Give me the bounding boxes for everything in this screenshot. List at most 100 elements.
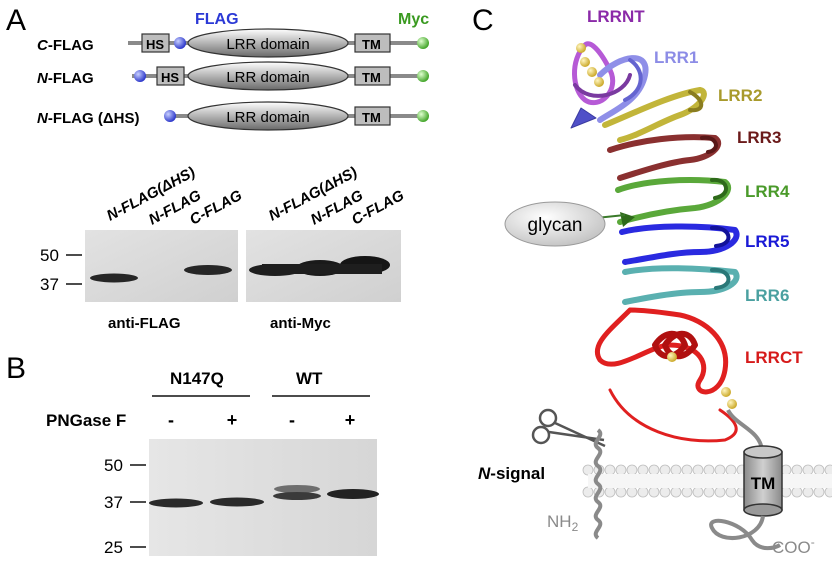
mw-50-b: 50: [104, 456, 123, 475]
lipid-head: [659, 486, 671, 498]
lipid-head: [681, 464, 693, 476]
lipid-head: [824, 486, 832, 498]
lipid-head: [659, 464, 671, 476]
blot-pngase: [149, 439, 379, 556]
hs-domain-box: [141, 33, 170, 53]
myc-tag-ball: [417, 70, 429, 82]
pngase-label: PNGase F: [46, 411, 126, 430]
sign-lane-1: -: [168, 410, 174, 430]
nh2-label: NH2: [547, 512, 579, 534]
lipid-head: [813, 486, 825, 498]
tm-box: [354, 33, 391, 53]
myc-tag-ball: [417, 37, 429, 49]
panel-b-letter: B: [6, 352, 26, 385]
panel-a-letter: A: [6, 4, 26, 37]
lipid-head: [582, 486, 594, 498]
c-terminal-tail: [709, 515, 782, 551]
construct-label: N-FLAG (ΔHS): [37, 110, 139, 127]
hs-label: HS: [161, 70, 179, 85]
flag-tag-ball: [174, 37, 186, 49]
stalk-linker: [726, 408, 764, 451]
construct-label: C-FLAG: [37, 37, 94, 54]
mw-50-a: 50: [40, 246, 59, 265]
construct-n-flag-dhs: N-FLAG (ΔHS) LRR domain TM: [37, 101, 429, 131]
lipid-head: [791, 486, 803, 498]
label-lrrnt: LRRNT: [587, 7, 645, 26]
lipid-head: [703, 464, 715, 476]
blot-anti-myc: [246, 230, 401, 302]
construct-c-flag: C-FLAG HS LRR domain TM: [37, 28, 429, 58]
sign-lane-3: -: [289, 410, 295, 430]
lrr-domain-label: LRR domain: [226, 69, 309, 86]
lipid-head: [703, 486, 715, 498]
construct-label: N-FLAG: [37, 70, 94, 87]
lipid-head: [824, 464, 832, 476]
lrr-domain-ellipse: [187, 61, 349, 91]
lipid-head: [813, 464, 825, 476]
myc-tag-label: Myc: [398, 11, 429, 28]
blot-left-label: anti-FLAG: [108, 315, 181, 332]
label-lrr3: LRR3: [737, 128, 781, 147]
lipid-head: [615, 464, 627, 476]
lipid-head: [725, 486, 737, 498]
label-lrr4: LRR4: [745, 182, 790, 201]
flag-tag-label: FLAG: [195, 11, 239, 28]
group-wt-label: WT: [296, 369, 323, 388]
lipid-tails: [588, 474, 832, 488]
lipid-head: [670, 486, 682, 498]
membrane-bilayer: [582, 464, 832, 498]
flag-tag-ball: [164, 110, 176, 122]
lipid-head: [681, 486, 693, 498]
lrr-domain-ellipse: [187, 28, 349, 58]
flag-tag-ball: [134, 70, 146, 82]
lipid-head: [714, 486, 726, 498]
sign-lane-4: +: [345, 410, 356, 430]
myc-tag-ball: [417, 110, 429, 122]
tm-label: TM: [362, 110, 381, 125]
scissors-icon: [531, 408, 606, 448]
mw-37-a: 37: [40, 275, 59, 294]
panel-c-letter: C: [472, 4, 494, 37]
mw-37-b: 37: [104, 493, 123, 512]
coo-label: COO-: [772, 535, 815, 557]
lipid-head: [802, 464, 814, 476]
tm-box: [354, 106, 391, 126]
signal-peptide-helix: [593, 428, 603, 540]
lipid-head: [637, 464, 649, 476]
sign-lane-2: +: [227, 410, 238, 430]
n-signal-label: N-signal: [478, 464, 545, 483]
lrr-domain-label: LRR domain: [226, 36, 309, 53]
blot-right-label: anti-Myc: [270, 315, 331, 332]
label-lrr1: LRR1: [654, 48, 698, 67]
tm-label: TM: [362, 37, 381, 52]
label-lrr2: LRR2: [718, 86, 762, 105]
lipid-head: [604, 486, 616, 498]
lipid-head: [626, 464, 638, 476]
lipid-head: [582, 464, 594, 476]
disulfide-bonds: [576, 43, 737, 409]
label-lrr6: LRR6: [745, 286, 789, 305]
label-lrr5: LRR5: [745, 232, 789, 251]
label-lrrct: LRRCT: [745, 348, 803, 367]
lrr-domain-label: LRR domain: [226, 109, 309, 126]
tm-label: TM: [362, 70, 381, 85]
hs-label: HS: [146, 37, 164, 52]
lipid-head: [615, 486, 627, 498]
group-n147q-label: N147Q: [170, 369, 224, 388]
lipid-head: [626, 486, 638, 498]
tm-box: [354, 66, 391, 86]
tm-cylinder-label: TM: [751, 474, 776, 493]
lipid-head: [692, 464, 704, 476]
lipid-head: [802, 486, 814, 498]
lipid-head: [648, 486, 660, 498]
tm-cylinder: TM: [743, 445, 783, 517]
lipid-head: [637, 486, 649, 498]
lrr-domain-ellipse: [187, 101, 349, 131]
construct-n-flag: N-FLAG HS LRR domain TM: [37, 61, 429, 91]
lrr-ribbon-structure: [570, 41, 740, 443]
lipid-head: [604, 464, 616, 476]
mw-25-b: 25: [104, 538, 123, 557]
blot-anti-flag: [85, 230, 238, 302]
glycan-label: glycan: [528, 215, 583, 236]
